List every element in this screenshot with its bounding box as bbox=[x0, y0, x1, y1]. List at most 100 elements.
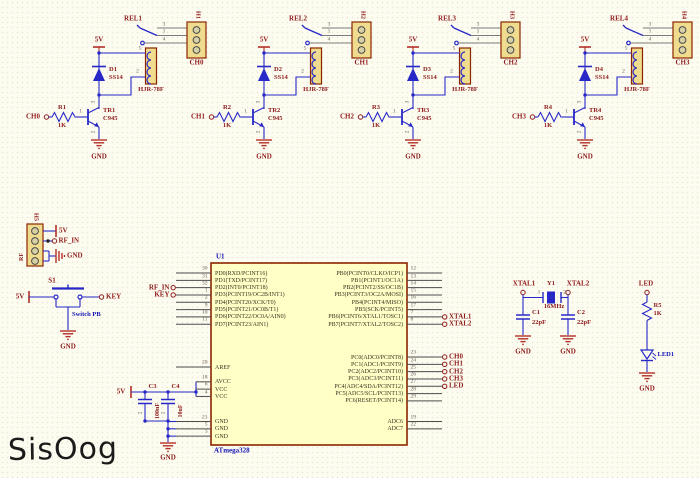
net-label: CH1 bbox=[354, 58, 369, 67]
net-label: CH0 bbox=[189, 58, 204, 67]
pin-number: 1 bbox=[393, 108, 396, 115]
ic-designator: U1 bbox=[216, 252, 225, 261]
power-label: 5V bbox=[580, 35, 590, 44]
relay-designator: REL1 bbox=[124, 14, 142, 23]
pin-name: GND bbox=[215, 426, 228, 433]
pin-number: 3 bbox=[254, 100, 261, 104]
pin-number: 12 bbox=[410, 265, 417, 272]
header-designator: H4 bbox=[679, 10, 687, 20]
crystal-value: 16MHz bbox=[543, 302, 565, 310]
pin-number: 30 bbox=[202, 265, 208, 272]
diode-part-value: SS14 bbox=[595, 73, 609, 81]
pin-number: 3 bbox=[476, 20, 480, 27]
pin-name: PC5(ADC5/SCL/PCINT13) bbox=[335, 391, 403, 398]
pin-number: 11 bbox=[202, 316, 208, 323]
cap-value: 100nF bbox=[154, 402, 161, 420]
cap-designator: C2 bbox=[577, 308, 585, 316]
pin-number: 17 bbox=[410, 302, 417, 309]
pin-number: 5 bbox=[624, 44, 628, 51]
pin-number: 1 bbox=[327, 28, 331, 35]
crystal-designator: Y1 bbox=[547, 279, 555, 287]
pin-number: 5 bbox=[204, 421, 208, 428]
led-designator: LED1 bbox=[657, 350, 675, 358]
pin-number: 2 bbox=[563, 288, 566, 295]
header-side-label: RF bbox=[18, 253, 25, 261]
gnd-label: GND bbox=[560, 347, 576, 356]
power-label: 5V bbox=[59, 226, 68, 235]
pin-name: PC0(ADC0/PCINT8) bbox=[350, 354, 403, 361]
gnd-label: GND bbox=[639, 384, 655, 393]
pin-number: 2 bbox=[89, 130, 96, 133]
pin-number: 20 bbox=[202, 359, 208, 366]
pin-number: 13 bbox=[410, 272, 417, 279]
resistor-designator: R2 bbox=[223, 103, 231, 111]
pin-number: 14 bbox=[410, 280, 417, 287]
resistor-value: 1K bbox=[222, 121, 232, 129]
net-label: CH2 bbox=[340, 112, 354, 121]
pin-number: 5 bbox=[138, 44, 142, 51]
pin-number: 4 bbox=[648, 35, 652, 42]
pin-name: PC4(ADC4/SDA/PCINT12) bbox=[334, 383, 403, 390]
pin-name: PD1(TXD/PCINT17) bbox=[215, 277, 267, 284]
pin-number: 1 bbox=[79, 108, 82, 115]
pin-number: 2 bbox=[622, 68, 625, 75]
pin-number: 16 bbox=[410, 294, 417, 301]
pin-name: ADC6 bbox=[387, 419, 403, 425]
gnd-label: GND bbox=[577, 152, 593, 161]
gnd-label: GND bbox=[67, 251, 83, 260]
power-label: 5V bbox=[94, 35, 104, 44]
pin-number: 18 bbox=[202, 374, 208, 381]
gnd-label: GND bbox=[256, 152, 272, 161]
relay-part-value: HJR-78F bbox=[452, 85, 478, 93]
pin-number: 2 bbox=[204, 294, 208, 301]
transistor-part-value: C945 bbox=[589, 114, 604, 122]
net-label: LED bbox=[449, 381, 464, 390]
net-label: XTAL1 bbox=[512, 279, 536, 288]
pin-number: 5 bbox=[452, 44, 456, 51]
net-label: CH1 bbox=[449, 359, 463, 368]
pin-name: PC2(ADC2/PCINT10) bbox=[347, 369, 403, 376]
pin-name: PD3(PCINT19/OC2B/INT1) bbox=[215, 292, 285, 299]
pin-number: 1 bbox=[476, 28, 480, 35]
relay-part-value: HJR-78F bbox=[624, 85, 650, 93]
diode-part-value: SS14 bbox=[274, 73, 288, 81]
net-label: RF_IN bbox=[58, 236, 80, 245]
transistor-part-value: C945 bbox=[417, 114, 432, 122]
pin-number: 19 bbox=[410, 413, 417, 420]
net-label: CH0 bbox=[449, 352, 463, 361]
net-label: CH3 bbox=[449, 374, 463, 383]
ic-part-value: ATmega328 bbox=[214, 446, 250, 455]
pin-number: 3 bbox=[204, 428, 208, 435]
pin-number: 27 bbox=[410, 378, 417, 385]
pin-number: 2 bbox=[254, 130, 261, 133]
pin-name: PD2(INT0/PCINT18) bbox=[215, 285, 268, 292]
resistor-designator: R5 bbox=[653, 301, 662, 309]
transistor-designator: TR3 bbox=[417, 106, 430, 114]
power-label: 5V bbox=[15, 292, 25, 301]
net-label: XTAL2 bbox=[449, 319, 472, 328]
pin-number: 2 bbox=[136, 68, 139, 75]
pin-name: PD4(PCINT20/XCK/T0) bbox=[215, 299, 276, 306]
pin-name: PC1(ADC1/PCINT9) bbox=[350, 361, 403, 368]
pin-name: PB3(PCINT3/OC2A/MOSI) bbox=[334, 292, 403, 299]
net-label: KEY bbox=[106, 292, 122, 301]
gnd-label: GND bbox=[91, 152, 107, 161]
gnd-label: GND bbox=[60, 342, 76, 351]
net-label: CH2 bbox=[449, 367, 463, 376]
resistor-value: 1K bbox=[371, 121, 381, 129]
net-label: XTAL2 bbox=[566, 279, 590, 288]
pin-name: AREF bbox=[215, 364, 231, 371]
header-designator: H2 bbox=[358, 10, 366, 20]
power-label: 5V bbox=[259, 35, 269, 44]
relay-designator: REL3 bbox=[438, 14, 456, 23]
gnd-label: GND bbox=[515, 347, 531, 356]
pin-name: PB0(PCINT0/CLKO/ICP1) bbox=[336, 270, 403, 277]
pin-number: 28 bbox=[410, 386, 417, 393]
pin-name: PD7(PCINT23/AIN1) bbox=[215, 321, 269, 328]
pin-name: PB1(PCINT1/OC1A) bbox=[350, 277, 403, 284]
pin-name: PB2(PCINT2/SS/OC1B) bbox=[342, 285, 403, 292]
gnd-label: GND bbox=[160, 453, 176, 462]
diode-part-value: SS14 bbox=[109, 73, 123, 81]
